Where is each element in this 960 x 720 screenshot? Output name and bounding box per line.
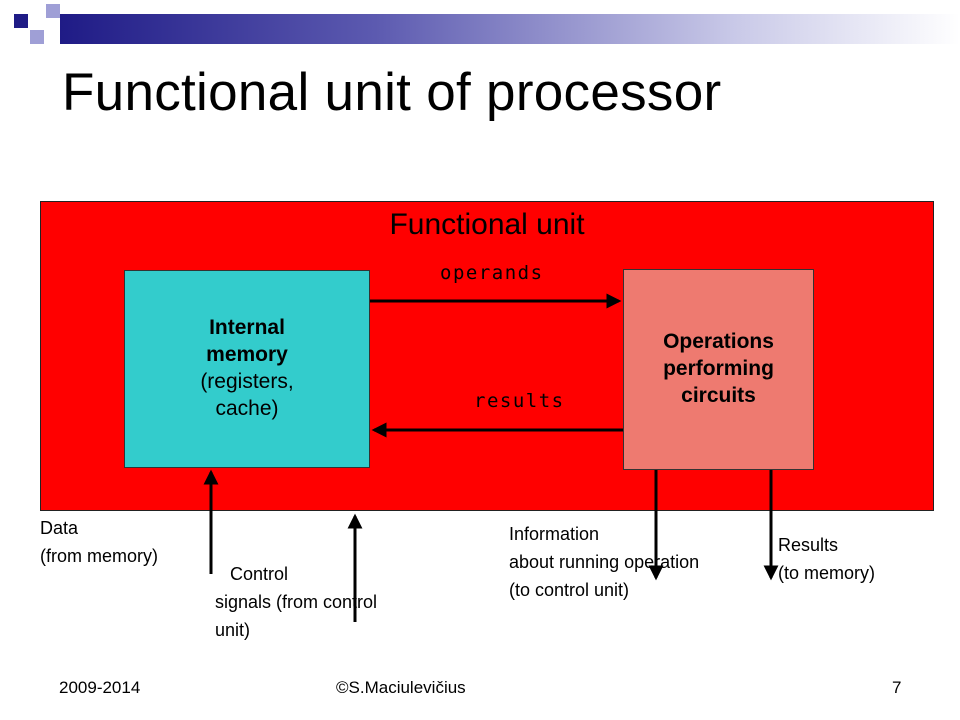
results-label: results <box>474 390 565 412</box>
functional-unit-title: Functional unit <box>389 208 585 241</box>
operations-circuits-box: Operations performing circuits <box>623 269 814 470</box>
header-square-lavender <box>30 30 44 44</box>
footer-author: ©S.Maciulevičius <box>336 678 466 697</box>
operations-line: performing <box>663 357 774 381</box>
operations-circuits-text: Operations performing circuits <box>663 329 774 410</box>
operands-label: operands <box>440 262 544 284</box>
results-to-memory-label: Results (to memory) <box>778 535 876 583</box>
header-gradient-bar <box>60 14 960 44</box>
internal-memory-line: cache) <box>215 396 279 420</box>
data-from-memory-label: Data (from memory) <box>40 518 158 566</box>
control-signals-label: Control signals (from control unit) <box>215 564 378 640</box>
internal-memory-text: Internal memory (registers, cache) <box>200 315 293 423</box>
internal-memory-line: (registers, <box>200 370 294 393</box>
information-to-control-label: Information about running operation (to … <box>509 524 700 600</box>
internal-memory-line: memory <box>206 343 288 367</box>
operations-line: Operations <box>663 330 774 354</box>
page-number: 7 <box>892 678 902 697</box>
header-square-navy <box>14 14 28 28</box>
internal-memory-line: Internal <box>209 316 285 340</box>
operations-line: circuits <box>681 383 756 407</box>
slide-title: Functional unit of processor <box>62 63 722 122</box>
internal-memory-box: Internal memory (registers, cache) <box>124 270 370 468</box>
header-square-lavender <box>46 4 60 18</box>
footer-date: 2009-2014 <box>59 678 141 697</box>
